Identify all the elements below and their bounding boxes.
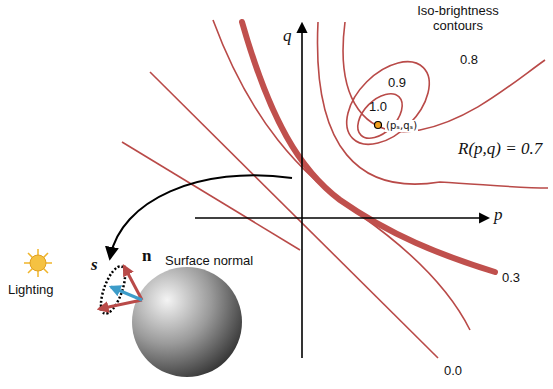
- axis-label: q: [283, 26, 292, 46]
- contour-value: 0.9: [388, 76, 406, 91]
- contour-ellipse: [350, 86, 411, 147]
- normal-vector: [99, 300, 142, 309]
- light-symbol: s: [91, 255, 98, 275]
- shaded-sphere: [132, 267, 242, 377]
- mapping-arrow: [110, 175, 292, 258]
- contour-line: [317, 22, 548, 188]
- source-coordinate: (pₛ,qₛ): [385, 120, 418, 132]
- contour-value: R(p,q) = 0.7: [457, 139, 543, 159]
- contour-value: 0.8: [460, 53, 478, 68]
- contour-value: 0.0: [444, 364, 462, 379]
- contour-line: [122, 142, 300, 250]
- source-point: [375, 122, 382, 129]
- vector-caption: Surface normal: [165, 254, 253, 269]
- light-vector: [111, 287, 142, 300]
- q-axis: [301, 24, 303, 358]
- p-axis: [195, 217, 488, 219]
- contour-ellipse: [331, 46, 444, 159]
- sun-icon: [24, 249, 52, 277]
- contour-value: 1.0: [369, 100, 387, 115]
- contour-value: 0.3: [502, 271, 520, 286]
- contour-title: Iso-brightness contours: [410, 4, 506, 34]
- normal-symbol: n: [142, 246, 151, 266]
- light-caption: Lighting: [8, 283, 54, 298]
- axis-label: p: [494, 205, 503, 225]
